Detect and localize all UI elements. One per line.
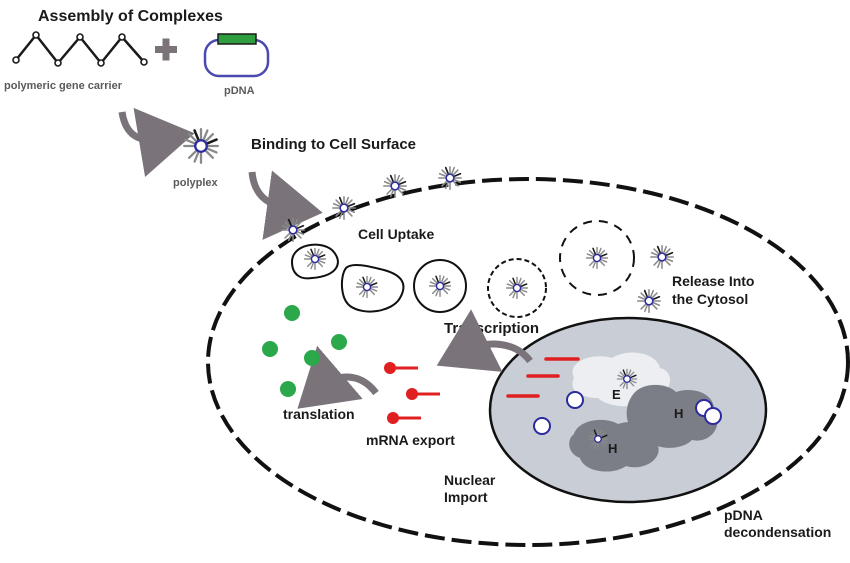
polyplex-icon <box>428 274 452 298</box>
curved-arrow-icon <box>118 107 195 177</box>
polyplex-icon <box>437 165 463 191</box>
mrna-icon <box>387 412 421 424</box>
endosome-1 <box>290 243 339 280</box>
decondensation-label-2: decondensation <box>724 524 831 540</box>
transcription-label: Transcription <box>444 320 539 337</box>
binding-label: Binding to Cell Surface <box>251 136 416 153</box>
endosome-2 <box>340 263 405 313</box>
pdna-label: pDNA <box>224 85 255 97</box>
nuclear-envelope <box>480 309 776 511</box>
release-label-2: the Cytosol <box>672 291 748 307</box>
mrna-export-label: mRNA export <box>366 432 455 448</box>
plus-icon <box>155 38 177 61</box>
nuclear-vesicles <box>533 391 722 435</box>
polyplex-icon <box>182 127 220 165</box>
h-label-2: H <box>608 441 617 456</box>
uptake-label: Cell Uptake <box>358 226 434 242</box>
curved-arrow-icon <box>248 170 323 240</box>
polyplex-icon <box>331 195 357 221</box>
assembly-title: Assembly of Complexes <box>38 8 223 25</box>
mrna-icon <box>406 388 440 400</box>
polyplex-icon <box>505 276 529 300</box>
polyplex-icon <box>636 288 662 314</box>
mrna-icon <box>384 362 418 374</box>
polyplex-icon <box>382 173 408 199</box>
transcript-lines <box>506 357 580 398</box>
curved-arrow-icon <box>436 309 533 372</box>
polyplex-label: polyplex <box>173 177 219 189</box>
polyplex-icon <box>649 244 675 270</box>
h-label-1: H <box>674 406 683 421</box>
polyplex-icon <box>616 368 638 390</box>
translation-label: translation <box>283 406 355 422</box>
cell-membrane <box>206 177 850 547</box>
plasmid-icon <box>203 33 270 78</box>
polyplex-icon <box>587 428 609 450</box>
curved-arrow-icon <box>297 345 379 409</box>
polyplex-icon <box>303 247 327 271</box>
carrier-label: polymeric gene carrier <box>4 80 123 92</box>
polyplex-icon <box>280 217 306 243</box>
endosome-5 <box>559 220 635 296</box>
decondensation-label-1: pDNA <box>724 507 763 523</box>
e-label: E <box>612 387 621 402</box>
polyplex-icon <box>585 246 609 270</box>
release-label-1: Release Into <box>672 273 754 289</box>
polyplex-icon <box>355 275 379 299</box>
nuclear-import-label-2: Import <box>444 489 488 505</box>
endosome-4 <box>487 258 547 318</box>
polymer-nodes <box>12 31 148 67</box>
nuclear-import-label-1: Nuclear <box>444 472 496 488</box>
protein-icon <box>262 305 347 397</box>
